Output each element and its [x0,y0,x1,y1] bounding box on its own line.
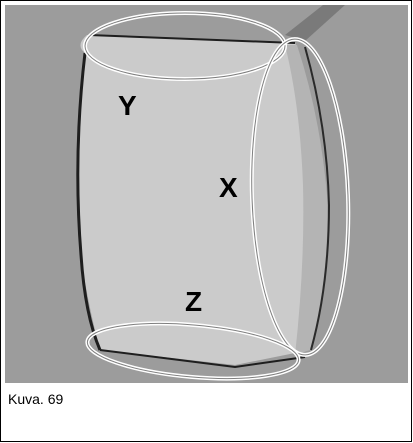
figure-caption: Kuva. 69 [8,391,63,407]
cylinder-illustration: Y X Z [5,5,408,383]
label-x: X [219,172,238,203]
figure-photo: Y X Z [5,5,408,383]
label-y: Y [118,90,137,121]
label-z: Z [185,286,202,317]
